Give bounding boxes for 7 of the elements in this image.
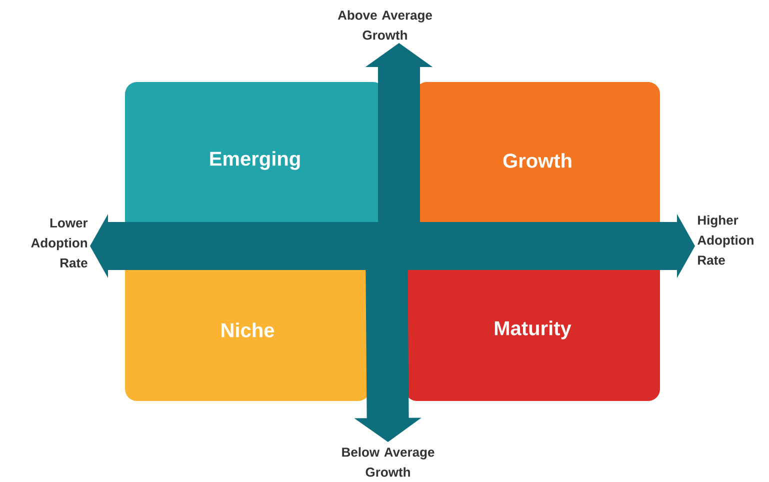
axis-label: Lower Adoption Rate	[31, 218, 88, 268]
axis-label: Below Average Growth	[342, 447, 434, 477]
quadrant-box: Niche	[125, 259, 370, 401]
axis-label: Higher Adoption Rate	[698, 215, 754, 265]
block-arrow	[90, 214, 695, 278]
axis-label: Above Average Growth	[338, 10, 432, 40]
quadrant-box: Maturity	[405, 259, 660, 401]
